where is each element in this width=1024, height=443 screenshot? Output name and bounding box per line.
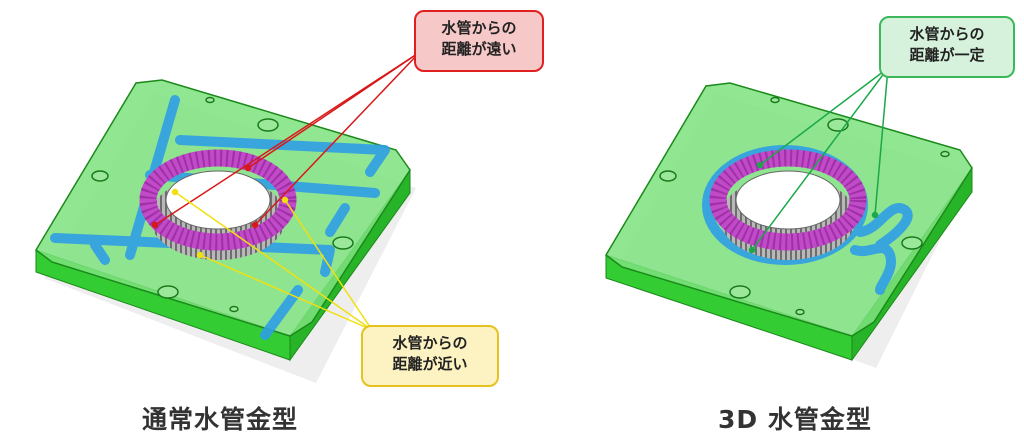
callout-line-1: 水管からの — [909, 25, 985, 43]
bolt-holes-right — [659, 96, 950, 316]
water-channels-straight — [50, 95, 390, 340]
conventional-mold — [35, 79, 416, 383]
callout-line-1: 水管からの — [392, 334, 468, 352]
leader-lines-far — [151, 51, 421, 229]
three-d-mold — [605, 82, 973, 368]
callout-line-2: 距離が一定 — [909, 46, 985, 64]
callout-constant-distance: 水管からの 距離が一定 — [879, 16, 1015, 78]
callout-line-2: 距離が近い — [392, 355, 468, 373]
callout-near-water: 水管からの 距離が近い — [361, 325, 499, 387]
leader-lines-even — [748, 67, 889, 254]
caption-conventional-mold: 通常水管金型 — [142, 405, 299, 434]
bolt-holes-left — [91, 96, 354, 313]
callout-line-2: 距離が遠い — [441, 40, 517, 58]
leader-lines-near — [171, 188, 373, 331]
core-ring-right — [709, 149, 867, 260]
callout-line-1: 水管からの — [441, 19, 517, 37]
callout-far-from-water: 水管からの 距離が遠い — [414, 10, 544, 72]
caption-3d-mold: 3D 水管金型 — [718, 405, 872, 434]
core-ring-left — [139, 149, 297, 260]
